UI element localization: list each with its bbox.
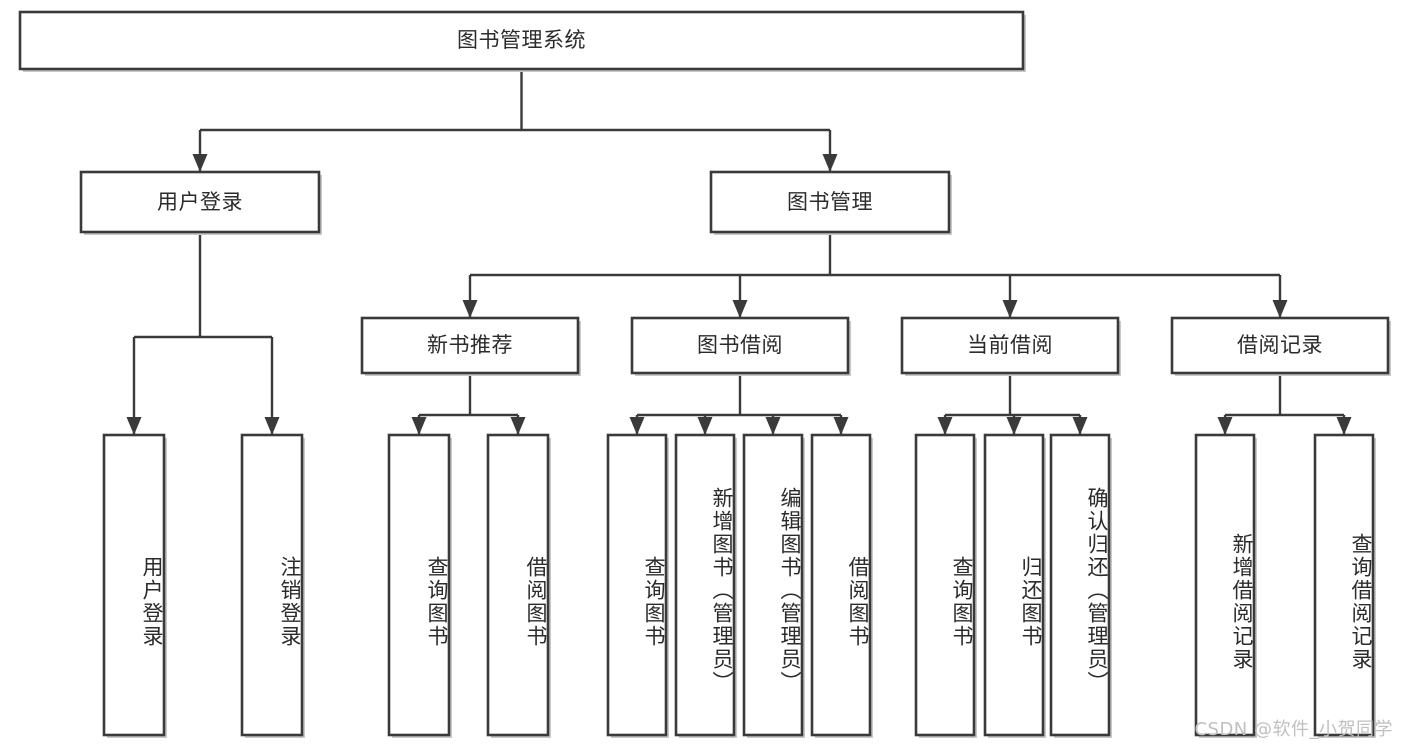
node-box-leaf-borrow-book-recommend <box>486 433 550 737</box>
arrow-head <box>1006 417 1022 435</box>
box-layer <box>18 10 1391 738</box>
arrow-head <box>765 417 781 435</box>
node-box-book-borrow <box>630 316 850 375</box>
arrow-head <box>1072 417 1088 435</box>
arrow-head <box>822 154 838 172</box>
arrow-head <box>1272 300 1288 318</box>
connector-layer <box>126 69 1352 435</box>
arrow-head <box>833 417 849 435</box>
node-box-leaf-user-login <box>102 433 166 737</box>
arrow-head <box>732 300 748 318</box>
node-box-leaf-confirm-return <box>1049 433 1111 737</box>
node-box-leaf-query-borrow-record <box>1313 433 1375 737</box>
node-box-leaf-add-borrow-record <box>1194 433 1256 737</box>
node-box-leaf-query-book-borrow <box>606 433 668 737</box>
node-box-leaf-logout <box>240 433 304 737</box>
arrow-head <box>1336 417 1352 435</box>
node-box-current-borrow <box>900 316 1120 375</box>
watermark: CSDN @软件_小贺同学 <box>1194 719 1393 740</box>
arrow-head <box>192 154 208 172</box>
node-box-leaf-edit-book <box>742 433 804 737</box>
arrow-head <box>126 417 142 435</box>
node-box-leaf-query-book-recommend <box>387 433 451 737</box>
node-box-leaf-query-book-current <box>914 433 976 737</box>
node-box-leaf-borrow-book <box>810 433 872 737</box>
arrow-head <box>1217 417 1233 435</box>
node-box-user-login <box>79 170 321 234</box>
arrow-head <box>1002 300 1018 318</box>
node-box-root <box>18 10 1025 71</box>
node-box-leaf-return-book <box>983 433 1045 737</box>
arrow-head <box>411 417 427 435</box>
arrow-head <box>264 417 280 435</box>
arrow-head <box>510 417 526 435</box>
arrow-head <box>462 300 478 318</box>
node-box-leaf-add-book <box>674 433 736 737</box>
node-box-borrow-record <box>1170 316 1390 375</box>
node-box-new-book-recommend <box>360 316 580 375</box>
arrow-head <box>629 417 645 435</box>
arrow-head <box>697 417 713 435</box>
node-box-book-management <box>709 170 951 234</box>
arrow-head <box>937 417 953 435</box>
